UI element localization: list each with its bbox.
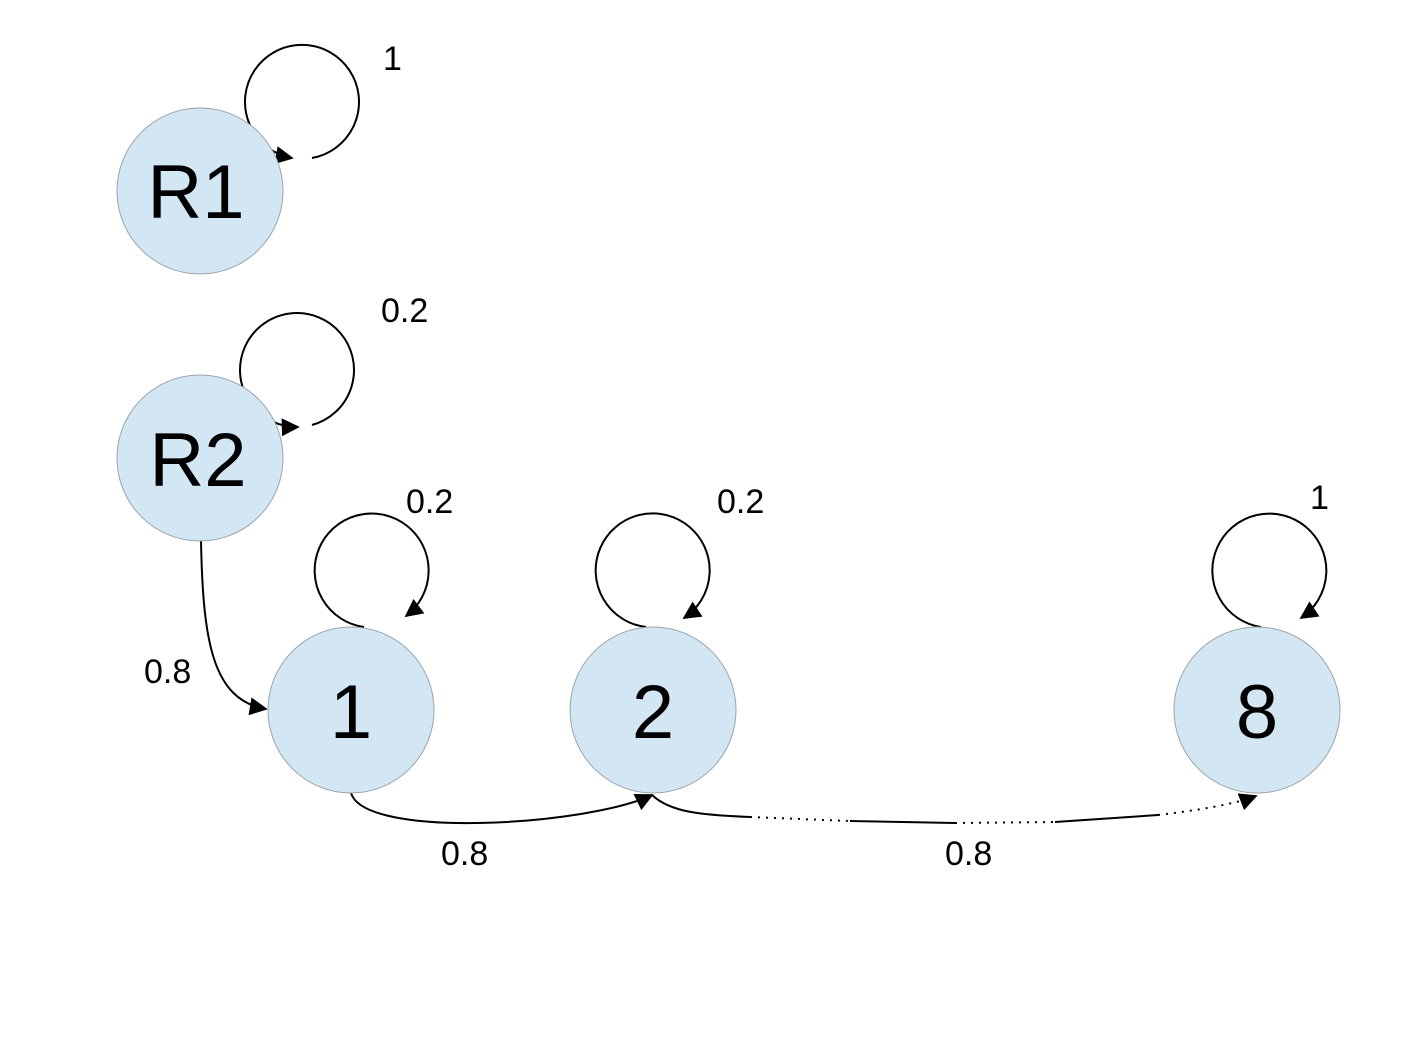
edge-label-r2-self: 0.2 (381, 292, 428, 330)
edge-2-to-8-seg-a (651, 794, 751, 818)
edge-label-r1-self: 1 (383, 40, 402, 78)
node-circle (267, 626, 435, 794)
edge-label-r2-to-1: 0.8 (144, 653, 191, 691)
edge-r2-to-1 (200, 540, 268, 716)
node-8: 8 (1173, 626, 1341, 794)
self-loop-2 (594, 512, 711, 628)
edge-label-1-to-2: 0.8 (441, 835, 488, 873)
edge-label-2-self: 0.2 (717, 483, 764, 521)
node-circle (569, 626, 737, 794)
edge-1-to-2 (350, 792, 654, 825)
edge-label-8-self: 1 (1310, 479, 1329, 517)
node-label: 8 (1236, 670, 1278, 755)
node-label: 2 (632, 670, 674, 755)
edge-2-to-8-seg-b (749, 816, 851, 822)
node-label: 1 (330, 670, 372, 755)
node-r2: R2 (116, 374, 284, 542)
node-label: R2 (149, 418, 246, 503)
edge-label-2-to-8: 0.8 (945, 835, 992, 873)
self-loop-8 (1211, 512, 1328, 628)
node-1: 1 (267, 626, 435, 794)
self-loop-1 (313, 512, 430, 628)
edge-2-to-8-seg-e (1054, 814, 1159, 823)
edge-2-to-8-seg-d (954, 821, 1056, 824)
edge-label-1-self: 0.2 (406, 483, 453, 521)
edge-2-to-8-seg-f (1157, 793, 1258, 816)
node-circle (116, 374, 284, 542)
node-r1: R1 (116, 107, 284, 275)
edge-2-to-8-seg-c (849, 820, 956, 824)
node-2: 2 (569, 626, 737, 794)
node-label: R1 (147, 150, 244, 235)
node-circle (116, 107, 284, 275)
node-circle (1173, 626, 1341, 794)
